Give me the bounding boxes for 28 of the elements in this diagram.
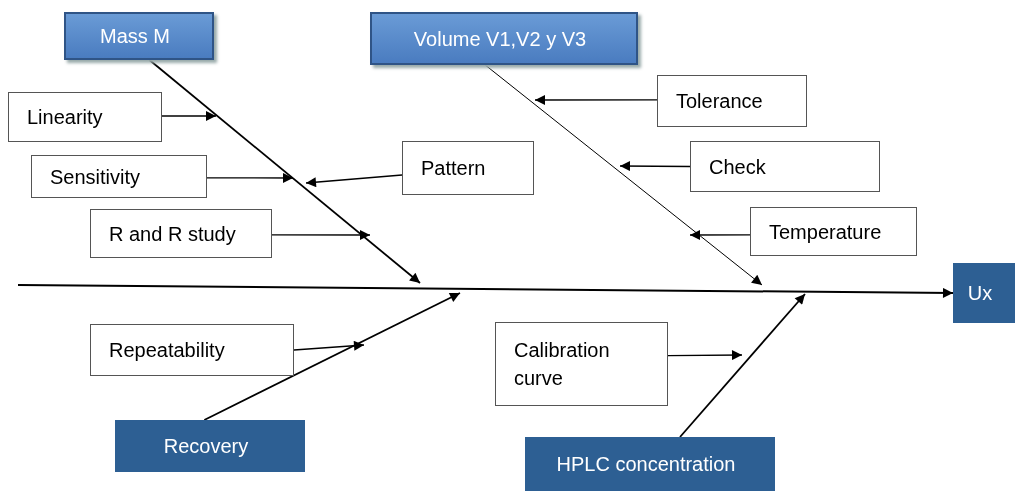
cause-box: Repeatability — [90, 324, 294, 376]
cause-box: Temperature — [750, 207, 917, 256]
cause-box: Tolerance — [657, 75, 807, 127]
arrow — [619, 161, 691, 172]
arrow — [203, 292, 461, 421]
arrow — [271, 230, 371, 240]
cause-box: Check — [690, 141, 880, 192]
arrow — [206, 173, 294, 183]
cause-box: Pattern — [402, 141, 534, 195]
cause-box: Linearity — [8, 92, 162, 142]
effect-box: Ux — [953, 263, 1015, 323]
arrow — [534, 95, 658, 105]
cause-box: Calibration curve — [495, 322, 668, 406]
arrow — [305, 174, 403, 188]
effect-box: HPLC concentration — [525, 437, 775, 491]
category-box: Volume V1,V2 y V3 — [370, 12, 638, 65]
cause-box: Sensitivity — [31, 155, 207, 198]
arrow — [17, 284, 954, 298]
arrow — [484, 64, 763, 286]
arrow — [667, 350, 743, 361]
category-box: Mass M — [64, 12, 214, 60]
arrow — [161, 111, 217, 121]
arrow — [148, 59, 421, 284]
arrow — [679, 293, 806, 438]
cause-box: R and R study — [90, 209, 272, 258]
arrow — [689, 230, 751, 240]
arrow — [293, 340, 365, 351]
effect-box: Recovery — [115, 420, 305, 472]
